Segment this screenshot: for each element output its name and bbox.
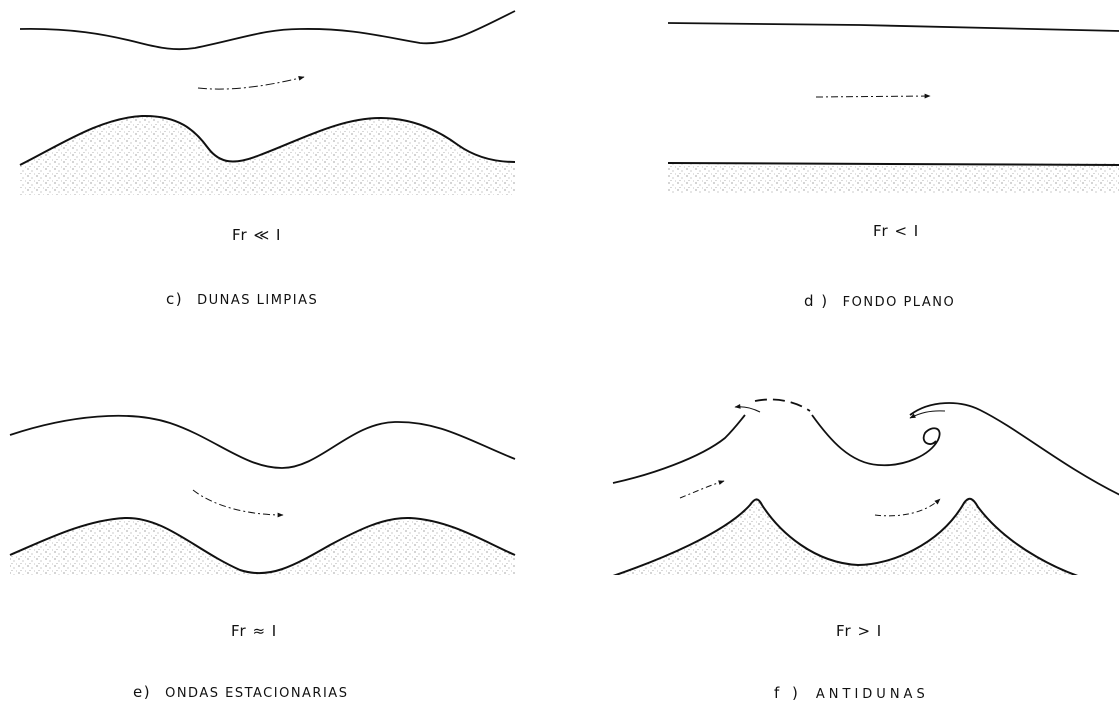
panel-dunas-limpias: Fr ≪ I c) DUNAS LIMPIAS [0,0,560,355]
diagram-dunas-limpias [0,0,560,220]
caption-title: ONDAS ESTACIONARIAS [165,686,348,701]
froude-label: Fr ≈ I [231,622,277,640]
flow-arrow [198,77,304,89]
backflow-arrow-left [735,407,760,412]
diagram-fondo-plano [560,0,1119,220]
caption-letter: f ) [774,684,802,702]
water-surface-left [613,415,745,483]
caption-title: DUNAS LIMPIAS [197,293,318,308]
flow-arrow [816,96,930,97]
water-surface-line [668,23,1119,31]
diagram-ondas-estacionarias [0,355,560,575]
breaking-crest-dashed [755,399,810,411]
caption-letter: e) [133,683,151,701]
flow-arrow [193,490,283,515]
panel-antidunas: Fr > I f ) ANTIDUNAS [560,355,1119,710]
panel-caption: d ) FONDO PLANO [804,292,955,310]
water-surface-trough [812,415,940,465]
caption-letter: c) [166,290,183,308]
breaking-crest-right [910,403,1119,495]
panel-caption: f ) ANTIDUNAS [774,684,929,702]
froude-label: Fr < I [873,222,919,240]
panel-fondo-plano: Fr < I d ) FONDO PLANO [560,0,1119,355]
sand-bed-fill [610,499,1119,575]
caption-title: ANTIDUNAS [816,687,929,702]
sand-bed-fill [668,163,1119,193]
water-surface-line [20,11,515,49]
flow-arrow-right [875,499,940,516]
froude-label: Fr > I [836,622,882,640]
flow-arrow-left [680,481,724,498]
water-surface-line [10,416,515,468]
sand-bed-fill [10,518,515,575]
caption-title: FONDO PLANO [843,295,956,310]
panel-ondas-estacionarias: Fr ≈ I e) ONDAS ESTACIONARIAS [0,355,560,710]
panel-caption: c) DUNAS LIMPIAS [166,290,318,308]
froude-label: Fr ≪ I [232,226,281,244]
caption-letter: d ) [804,292,829,310]
diagram-antidunas [560,355,1119,575]
panel-caption: e) ONDAS ESTACIONARIAS [133,683,348,701]
